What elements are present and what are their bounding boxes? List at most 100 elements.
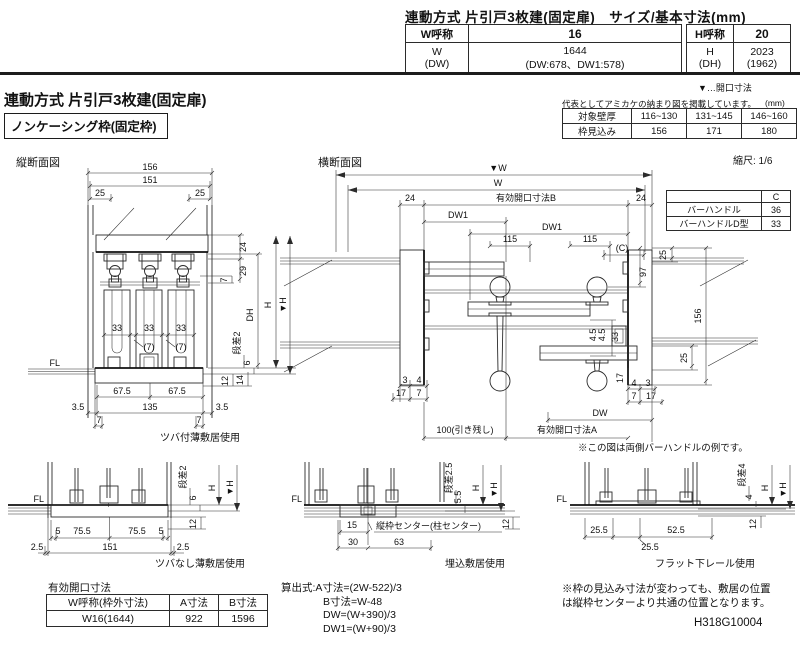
h-value-line2: (1962) [746, 58, 778, 70]
h-value-line1: 2023 [750, 46, 774, 58]
vs-dim-14: 14 [235, 375, 245, 385]
w-dw-value: 1644 (DW:678、DW1:578) [468, 42, 682, 74]
calc-formulas: 算出式:A寸法=(2W-522)/3 B寸法=W-48 DW=(W+390)/3… [281, 582, 402, 636]
w-dw-label: W (DW) [405, 42, 469, 74]
handle-c-header: C [761, 190, 791, 203]
hs-dim-a: 有効開口寸法A [537, 424, 597, 435]
wall-thickness-table: 対象壁厚 116~130 131~145 146~160 枠見込み 156 17… [562, 108, 797, 139]
dt2-12: 12 [501, 519, 511, 529]
hs-dim-25t: 25 [658, 250, 668, 260]
dt1-6: 6 [188, 495, 198, 500]
handle-row2-label: バーハンドルD型 [666, 216, 762, 231]
dt1-caption: ツバなし薄敷居使用 [155, 557, 245, 570]
vs-dim-step: 段差2 [231, 331, 242, 354]
wall-r2c2: 171 [686, 123, 742, 139]
eo-row-a: 922 [169, 610, 219, 627]
frame-depth-note-line2: は縦枠センターより共通の位置となります。 [562, 597, 771, 609]
dt1-h: H [207, 485, 217, 492]
detail-flat-rail: FL 25.5 52.5 25.5 段差4 4 H ▼H 12 フラット下レール… [556, 462, 795, 570]
page-header-title: 連動方式 片引戸3枚建(固定扉) サイズ/基本寸法(mm) [405, 10, 747, 25]
vs-dim-6: 6 [242, 360, 252, 365]
vs-right-dims-lines [200, 232, 296, 387]
detail-embedded-sill: FL 15 縦枠センター(柱センター) 30 63 段差2.5 5.5 H ▼H… [291, 462, 520, 570]
page-title: 連動方式 片引戸3枚建(固定扉) [4, 92, 207, 109]
dt3-hv: ▼H [778, 482, 788, 497]
h-label-line1: H [706, 46, 714, 58]
vs-dim-7a-paren: (7) [144, 342, 155, 352]
vertical-section: 縦断面図 [16, 155, 296, 444]
vs-dim-24: 24 [238, 242, 248, 252]
vs-dim-33a: 33 [112, 323, 122, 333]
vs-mid-dims-lines [101, 332, 197, 348]
hs-dim-25b: 25 [679, 353, 689, 363]
h-dh-label: H (DH) [686, 42, 734, 74]
vertical-section-label: 縦断面図 [16, 155, 60, 169]
h-size-table: H呼称 20 H (DH) 2023 (1962) [686, 24, 791, 74]
vs-fl-label: FL [49, 358, 60, 368]
wall-r1c2: 131~145 [686, 108, 742, 124]
hs-door-panels [423, 261, 638, 361]
dt1-12: 12 [188, 519, 198, 529]
wall-th: 対象壁厚 [562, 108, 632, 124]
dt2-caption: 埋込敷居使用 [445, 557, 505, 570]
hs-bottom-dims-lines [390, 276, 665, 442]
hs-note: ※この図は両側バーハンドルの例です。 [578, 442, 748, 454]
eo-header-a: A寸法 [169, 594, 219, 611]
hs-walls [280, 257, 758, 373]
hs-dim-r17b: 17 [646, 391, 656, 401]
vs-dim-35r: 3.5 [216, 402, 229, 412]
dt2-step: 段差2.5 [443, 463, 454, 494]
vs-caption: ツバ付薄敷居使用 [160, 431, 240, 444]
drawing-canvas: 縦断面図 [8, 154, 795, 570]
formula-a: 算出式:A寸法=(2W-522)/3 [281, 582, 402, 594]
formula-dw1: DW1=(W+90)/3 [323, 622, 396, 635]
hs-dim-97: 97 [638, 267, 648, 277]
hs-dim-l7: 7 [416, 388, 421, 398]
dt1-151: 151 [102, 542, 117, 552]
wall-r1c3: 146~160 [741, 108, 797, 124]
hs-dim-45b: 4.5 [597, 329, 607, 342]
dt1-5a: 5 [55, 526, 60, 536]
vs-dim-h: H [263, 302, 273, 309]
wall-r1c1: 116~130 [631, 108, 687, 124]
vs-dim-675a: 67.5 [113, 386, 131, 396]
bar-handle-table: C バーハンドル 36 バーハンドルD型 33 [666, 190, 791, 231]
hs-dim-dw: DW [593, 408, 608, 418]
hs-dim-wv: ▼W [489, 163, 507, 173]
dt3-step: 段差4 [736, 463, 747, 486]
vs-dim-675b: 67.5 [168, 386, 186, 396]
hs-dim-100: 100(引き残し) [436, 424, 493, 435]
vs-dim-12: 12 [220, 376, 230, 386]
document-code: H318G10004 [694, 617, 763, 629]
frame-depth-note-line1: ※枠の見込み寸法が変わっても、敷居の位置 [562, 583, 771, 595]
w-size-header: W呼称 [405, 24, 469, 43]
vs-dim-29: 29 [238, 266, 248, 276]
dt2-fl: FL [291, 494, 302, 504]
vs-dim-25r: 25 [195, 188, 205, 198]
vs-dim-dh: DH [245, 309, 255, 322]
w-size-table: W呼称 16 W (DW) 1644 (DW:678、DW1:578) [405, 24, 682, 74]
hs-jambs [399, 249, 653, 386]
vs-dim-156: 156 [142, 162, 157, 172]
eo-header-b: B寸法 [218, 594, 268, 611]
hs-right-dims-lines [590, 245, 712, 386]
h-label-line2: (DH) [698, 58, 722, 70]
dt2-h: H [471, 485, 481, 492]
dt1-step: 段差2 [177, 465, 188, 488]
representative-note: 代表としてアミカケの納まり図を掲載しています。 [562, 99, 756, 109]
vs-bottom-dims-lines [85, 383, 215, 429]
formula-b: B寸法=W-48 [323, 595, 383, 608]
dt2-lines [304, 462, 520, 551]
eo-row-b: 1596 [218, 610, 268, 627]
w-value-line2: (DW:678、DW1:578) [525, 58, 625, 71]
dt2-63: 63 [394, 537, 404, 547]
hs-dim-c: (C) [616, 243, 629, 253]
hs-dim-r7: 7 [631, 391, 636, 401]
hs-dim-l17: 17 [396, 388, 406, 398]
dt1-25a: 2.5 [31, 542, 44, 552]
hs-top-dims-lines [335, 170, 655, 300]
handle-blank-cell [666, 190, 762, 203]
hs-dim-r4: 4 [631, 378, 636, 388]
hs-dim-r17: 17 [615, 373, 625, 383]
dt3-lines [570, 462, 795, 546]
